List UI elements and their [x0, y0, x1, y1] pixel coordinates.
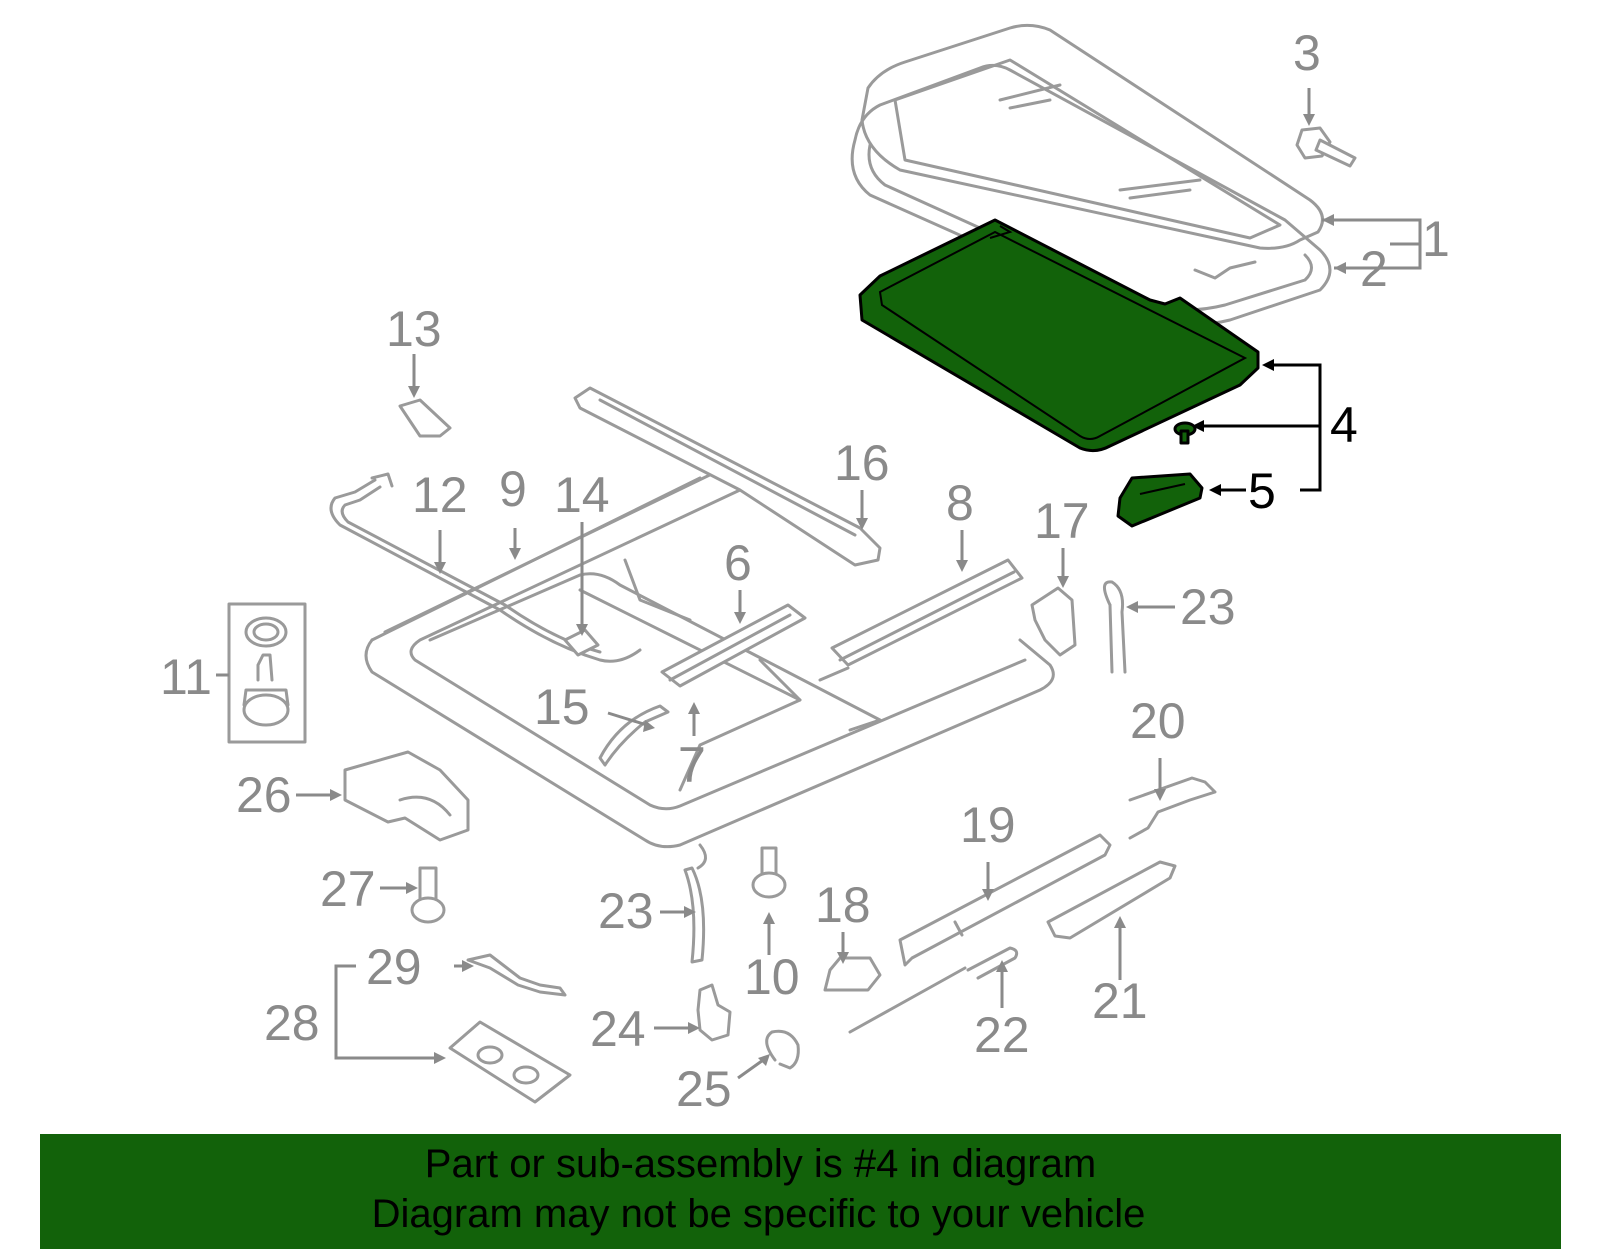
part-13-bracket[interactable]: [398, 398, 452, 438]
part-24-fitting[interactable]: [696, 983, 732, 1042]
leader-lines: [216, 88, 1422, 1080]
label-27: 27: [320, 861, 376, 917]
label-23-lower: 23: [598, 883, 654, 939]
part-23-hose-lower[interactable]: [683, 866, 706, 964]
part-18-bracket[interactable]: [823, 956, 882, 992]
part-5-handle[interactable]: [1116, 472, 1204, 528]
label-3: 3: [1293, 25, 1321, 81]
banner-line-disclaimer: Diagram may not be specific to your vehi…: [371, 1192, 1146, 1236]
label-13: 13: [386, 301, 442, 357]
label-15: 15: [534, 679, 590, 735]
part-8-side-rail[interactable]: [818, 558, 1024, 682]
label-18: 18: [815, 877, 871, 933]
label-16: 16: [834, 435, 890, 491]
label-21: 21: [1092, 973, 1148, 1029]
label-24: 24: [590, 1001, 646, 1057]
info-banner: Part or sub-assembly is #4 in diagram Di…: [40, 1134, 1561, 1249]
part-21-rail[interactable]: [1046, 860, 1177, 940]
label-5: 5: [1248, 463, 1276, 519]
part-26-motor[interactable]: [343, 750, 470, 842]
part-10-bolt[interactable]: [751, 846, 787, 899]
part-14-clip[interactable]: [563, 628, 600, 657]
part-19-guide-rail[interactable]: [898, 833, 1112, 967]
arrowheads: [330, 114, 1346, 1066]
label-6: 6: [724, 535, 752, 591]
part-17-bracket[interactable]: [1030, 586, 1077, 657]
label-14: 14: [554, 467, 610, 523]
banner-line-part: Part or sub-assembly is #4 in diagram: [424, 1142, 1097, 1186]
part-11-grommet-set[interactable]: [227, 602, 307, 744]
part-20-bracket[interactable]: [1128, 776, 1217, 840]
label-2: 2: [1360, 241, 1388, 297]
part-9-housing-frame[interactable]: [364, 468, 1055, 870]
part-16-crossmember[interactable]: [573, 386, 882, 567]
part-27-bolt[interactable]: [410, 866, 446, 924]
label-23-upper: 23: [1180, 579, 1236, 635]
label-4: 4: [1330, 397, 1358, 453]
label-28: 28: [264, 995, 320, 1051]
label-8: 8: [946, 475, 974, 531]
part-6-rail[interactable]: [660, 603, 807, 688]
label-9: 9: [499, 461, 527, 517]
part-22-cable[interactable]: [848, 946, 1019, 1034]
label-25: 25: [676, 1061, 732, 1117]
part-25-clip[interactable]: [765, 1029, 800, 1070]
label-10: 10: [744, 949, 800, 1005]
part-15-trim[interactable]: [598, 704, 670, 767]
label-19: 19: [960, 797, 1016, 853]
part-29-cable[interactable]: [466, 953, 567, 997]
part-3-bolt[interactable]: [1295, 126, 1357, 168]
part-23-hose-upper[interactable]: [1103, 580, 1127, 674]
part-4-sunshade[interactable]: [858, 218, 1260, 453]
part-1-glass-panel[interactable]: [860, 23, 1324, 250]
callout-labels: 1 2 3 4 5 6 7 8 9 10 11 12 13 14 15 16 1…: [160, 25, 1450, 1117]
label-26: 26: [236, 767, 292, 823]
label-17: 17: [1034, 493, 1090, 549]
label-1: 1: [1422, 211, 1450, 267]
label-11: 11: [160, 649, 212, 705]
arrowheads-active: [1192, 359, 1274, 496]
label-20: 20: [1130, 693, 1186, 749]
label-12: 12: [412, 467, 468, 523]
part-4-clip[interactable]: [1173, 421, 1197, 445]
label-22: 22: [974, 1007, 1030, 1063]
label-29: 29: [366, 939, 422, 995]
part-28-plate[interactable]: [448, 1020, 572, 1104]
label-7: 7: [678, 737, 706, 793]
